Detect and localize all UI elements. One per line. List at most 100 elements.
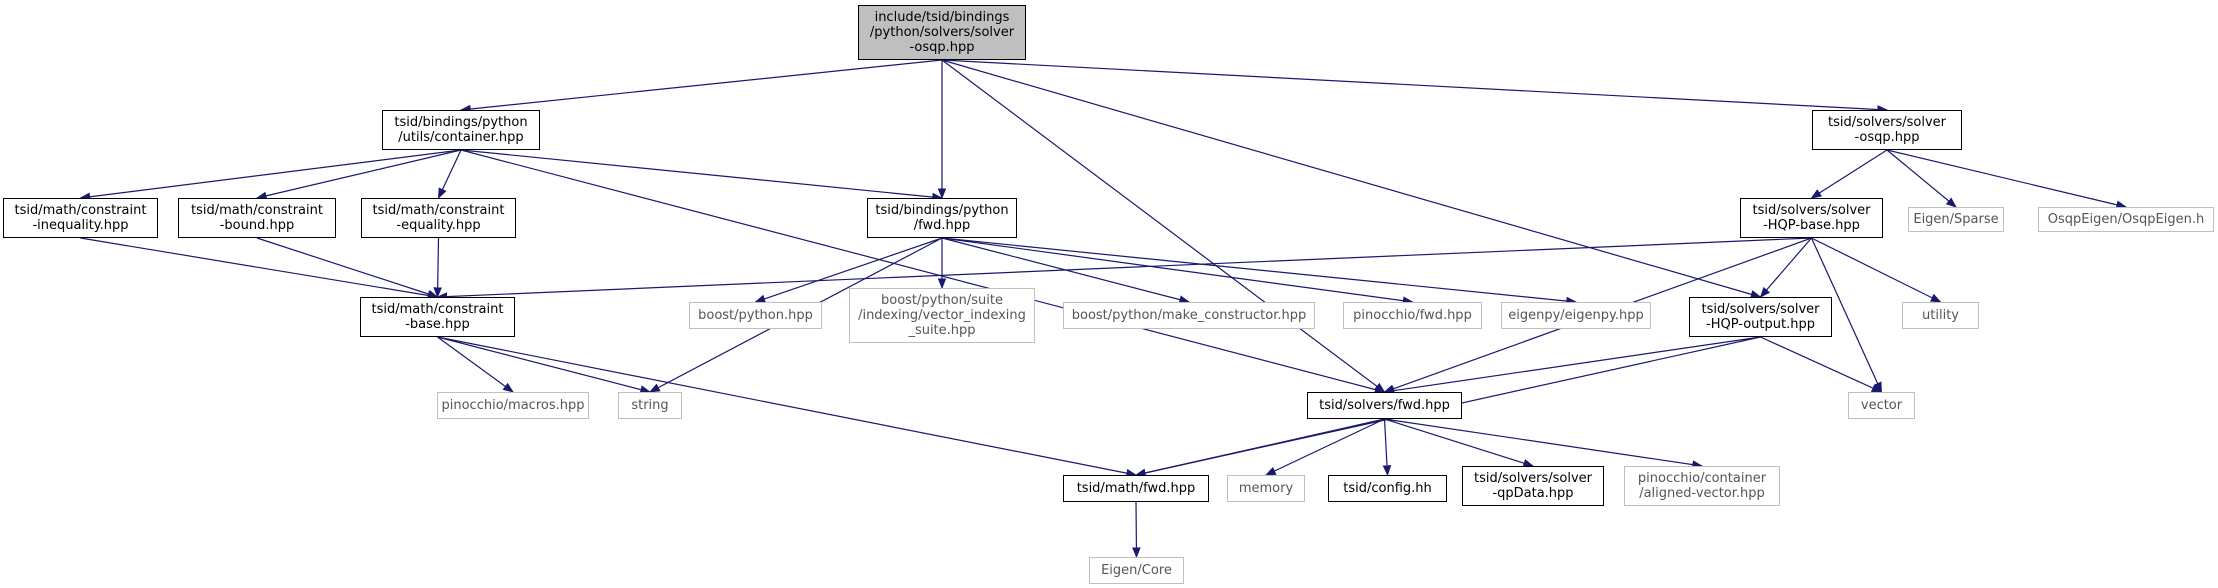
node-label-line: tsid/solvers/fwd.hpp (1319, 398, 1450, 413)
node-container[interactable]: tsid/bindings/python/utils/container.hpp (382, 110, 540, 150)
node-label: tsid/config.hh (1343, 481, 1432, 496)
node-boost-python[interactable]: boost/python.hpp (689, 302, 822, 329)
node-label-line: /indexing/vector_indexing (858, 308, 1026, 323)
node-label-line: boost/python.hpp (698, 308, 813, 323)
node-root[interactable]: include/tsid/bindings/python/solvers/sol… (858, 5, 1026, 60)
node-label-line: tsid/math/fwd.hpp (1076, 481, 1196, 496)
node-ineq[interactable]: tsid/math/constraint-inequality.hpp (3, 198, 158, 238)
node-utility[interactable]: utility (1902, 302, 1979, 329)
node-label: tsid/math/fwd.hpp (1077, 481, 1196, 496)
edge-solvers-fwd-to-memory (1265, 418, 1385, 476)
node-label-line: -osqp.hpp (909, 40, 975, 55)
node-label: tsid/solvers/solver-HQP-base.hpp (1752, 203, 1870, 233)
node-label-line: boost/python/suite (881, 293, 1003, 308)
node-label-line: -osqp.hpp (1854, 130, 1920, 145)
node-label: tsid/solvers/solver-qpData.hpp (1474, 471, 1592, 501)
node-label: memory (1239, 481, 1293, 496)
node-qpdata[interactable]: tsid/solvers/solver-qpData.hpp (1462, 466, 1604, 506)
edge-py-fwd-to-boost-python (754, 237, 943, 303)
edge-root-to-solver-osqp (941, 59, 1889, 114)
node-string[interactable]: string (618, 392, 682, 419)
node-label-line: memory (1238, 481, 1294, 496)
node-label-line: pinocchio/fwd.hpp (1353, 308, 1472, 323)
node-label-line: tsid/config.hh (1343, 481, 1432, 496)
edge-bound-to-constraint-base (256, 237, 439, 299)
edge-constraint-base-to-math-fwd (437, 336, 1138, 478)
node-label: eigenpy/eigenpy.hpp (1508, 308, 1644, 323)
node-pin-macros[interactable]: pinocchio/macros.hpp (437, 392, 589, 419)
node-py-fwd[interactable]: tsid/bindings/python/fwd.hpp (867, 198, 1017, 238)
node-bound[interactable]: tsid/math/constraint-bound.hpp (178, 198, 336, 238)
node-config[interactable]: tsid/config.hh (1328, 475, 1447, 502)
node-vector[interactable]: vector (1848, 392, 1915, 419)
node-label-line: -base.hpp (405, 317, 470, 332)
node-label-line: -inequality.hpp (32, 218, 129, 233)
node-label: tsid/solvers/solver-osqp.hpp (1828, 115, 1946, 145)
node-label: boost/python/suite/indexing/vector_index… (858, 293, 1026, 338)
node-solvers-fwd[interactable]: tsid/solvers/fwd.hpp (1307, 392, 1462, 419)
node-label-line: tsid/solvers/solver (1473, 471, 1592, 486)
node-solver-osqp[interactable]: tsid/solvers/solver-osqp.hpp (1812, 110, 1962, 150)
edge-constraint-base-to-string (437, 336, 652, 394)
node-label: tsid/bindings/python/utils/container.hpp (394, 115, 527, 145)
node-label: tsid/solvers/solver-HQP-output.hpp (1701, 302, 1819, 332)
node-eigen-sparse[interactable]: Eigen/Sparse (1908, 207, 2004, 232)
node-label: boost/python.hpp (698, 308, 813, 323)
edge-container-to-solvers-fwd (460, 149, 1386, 394)
node-make-constructor[interactable]: boost/python/make_constructor.hpp (1063, 302, 1315, 329)
edge-hqp-base-to-utility (1811, 237, 1942, 303)
node-label-line: -HQP-output.hpp (1706, 317, 1815, 332)
node-label-line: tsid/math/constraint (191, 203, 323, 218)
node-label: tsid/bindings/python/fwd.hpp (875, 203, 1008, 233)
node-label: tsid/math/constraint-inequality.hpp (15, 203, 147, 233)
node-label-line: boost/python/make_constructor.hpp (1071, 308, 1307, 323)
node-label: pinocchio/fwd.hpp (1353, 308, 1472, 323)
node-label-line: Eigen/Sparse (1913, 212, 1999, 227)
node-hqp-base[interactable]: tsid/solvers/solver-HQP-base.hpp (1740, 198, 1883, 238)
node-label-line: tsid/math/constraint (371, 302, 504, 317)
node-vector-indexing[interactable]: boost/python/suite/indexing/vector_index… (849, 288, 1035, 343)
node-label-line: /aligned-vector.hpp (1639, 486, 1765, 501)
node-label-line: utility (1922, 308, 1959, 323)
node-pin-fwd[interactable]: pinocchio/fwd.hpp (1343, 302, 1482, 329)
node-eigenpy[interactable]: eigenpy/eigenpy.hpp (1501, 302, 1651, 329)
edge-hqp-base-to-constraint-base (436, 237, 1812, 301)
node-memory[interactable]: memory (1227, 475, 1305, 502)
node-equality[interactable]: tsid/math/constraint-equality.hpp (361, 198, 516, 238)
node-label-line: tsid/math/constraint (372, 203, 505, 218)
edge-container-to-equality (437, 149, 462, 199)
edge-solver-osqp-to-osqp-eigen (1886, 149, 2128, 209)
node-label-line: tsid/bindings/python (394, 115, 528, 130)
node-label-line: Eigen/Core (1101, 563, 1172, 578)
node-label-line: _suite.hpp (908, 323, 976, 338)
node-label: vector (1861, 398, 1902, 413)
edge-hqp-output-to-solvers-fwd (1383, 336, 1761, 395)
node-label: Eigen/Sparse (1913, 212, 1998, 227)
edge-constraint-base-to-pin-macros (437, 336, 514, 393)
edge-solvers-fwd-to-config (1382, 418, 1392, 477)
node-label-line: string (631, 398, 669, 413)
node-math-fwd[interactable]: tsid/math/fwd.hpp (1063, 475, 1209, 502)
node-osqp-eigen[interactable]: OsqpEigen/OsqpEigen.h (2038, 207, 2214, 232)
node-label: tsid/math/constraint-equality.hpp (373, 203, 505, 233)
edge-ineq-to-constraint-base (80, 237, 439, 300)
node-label-line: pinocchio/container (1637, 471, 1767, 486)
node-hqp-output[interactable]: tsid/solvers/solver-HQP-output.hpp (1689, 297, 1832, 337)
node-label-line: /python/solvers/solver (869, 25, 1015, 40)
node-constraint-base[interactable]: tsid/math/constraint-base.hpp (360, 297, 515, 337)
node-label: boost/python/make_constructor.hpp (1072, 308, 1306, 323)
edge-hqp-output-to-vector (1760, 336, 1883, 393)
node-label: include/tsid/bindings/python/solvers/sol… (870, 10, 1014, 55)
node-label-line: -bound.hpp (219, 218, 295, 233)
edge-container-to-bound (255, 149, 462, 200)
edge-root-to-hqp-output (941, 59, 1762, 299)
node-label-line: OsqpEigen/OsqpEigen.h (2047, 212, 2205, 227)
edge-container-to-ineq (79, 149, 462, 202)
edge-hqp-base-to-hqp-output (1759, 237, 1812, 298)
node-aligned-vector[interactable]: pinocchio/container/aligned-vector.hpp (1624, 466, 1780, 506)
node-label-line: -HQP-base.hpp (1763, 218, 1860, 233)
edge-equality-to-constraint-base (433, 237, 442, 299)
node-eigen-core[interactable]: Eigen/Core (1089, 557, 1184, 584)
node-label-line: tsid/solvers/solver (1827, 115, 1946, 130)
